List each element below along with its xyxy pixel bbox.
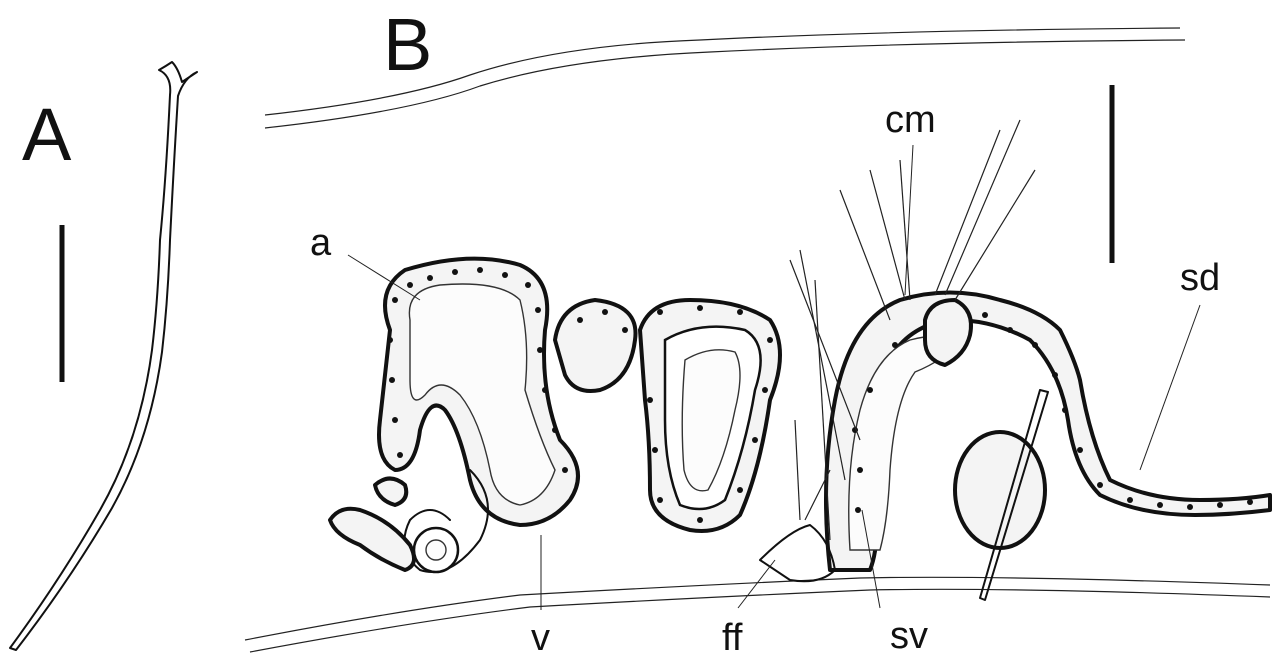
body-wall-ventral-inner bbox=[250, 589, 1270, 652]
label-atrium: a bbox=[310, 222, 332, 264]
panel-a-letter: A bbox=[22, 93, 72, 176]
female-funnel bbox=[760, 420, 835, 581]
label-v: v bbox=[531, 617, 550, 657]
label-ff: ff bbox=[722, 617, 743, 657]
body-wall-ventral bbox=[245, 577, 1270, 640]
label-sd: sd bbox=[1180, 257, 1220, 299]
label-cm: cm bbox=[885, 99, 936, 141]
label-sv: sv bbox=[890, 615, 928, 657]
atrium bbox=[330, 259, 780, 572]
panel-b-letter: B bbox=[383, 3, 432, 86]
panel-b: B bbox=[245, 3, 1270, 657]
panel-a: A bbox=[10, 62, 197, 650]
stylet-sac bbox=[955, 390, 1048, 600]
